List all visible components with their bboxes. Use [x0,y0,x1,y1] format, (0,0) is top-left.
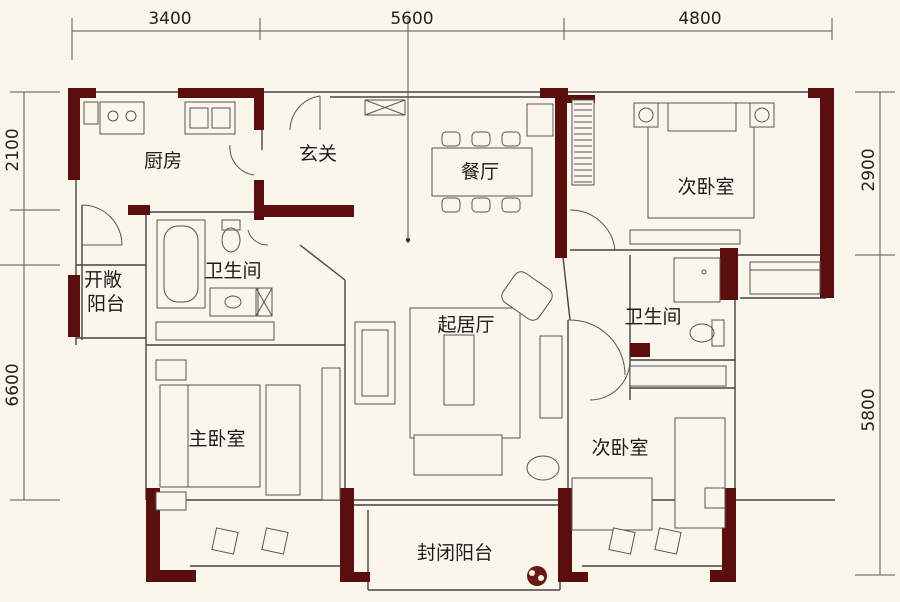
shower-icon [673,257,721,303]
room-label-open-balcony-line2: 阳台 [87,293,125,315]
toilet-icon [221,219,241,253]
armchair-icon [501,271,560,481]
dim-top-3: 4800 [678,9,721,29]
dim-left-1: 2100 [3,128,23,171]
sink-icon [209,287,273,317]
room-label-open-balcony-line1: 开敞 [84,269,122,291]
room-label-bedroom-se: 次卧室 [591,437,648,459]
dim-top-2: 5600 [390,9,433,29]
bathtub-icon [156,219,206,309]
stove-icon [83,101,145,135]
dimension-lines [0,18,895,576]
door-swing-icon [81,95,631,401]
walls [68,88,834,582]
room-label-living: 起居厅 [437,314,494,336]
room-label-kitchen: 厨房 [144,150,182,172]
dim-right-2: 5800 [859,388,879,431]
toilet-icon [689,319,725,347]
room-label-master: 主卧室 [188,428,245,450]
wardrobe [629,229,741,245]
dim-top-1: 3400 [148,9,191,29]
wardrobe [629,365,727,387]
dining-table-icon [431,103,554,213]
room-label-bedroom-ne: 次卧室 [677,176,734,198]
bed-icon [155,359,341,511]
center-dot [405,237,411,243]
bed-icon [571,417,726,531]
room-label-closed-balcony: 封闭阳台 [417,542,493,564]
room-label-dining: 餐厅 [461,161,499,183]
room-label-open-balcony: 开敞 阳台 [84,269,128,315]
room-label-bath-e: 卫生间 [624,306,681,328]
sink-icon [184,101,236,135]
room-label-bath-w: 卫生间 [204,260,261,282]
sofa-icon [354,307,563,476]
room-label-foyer: 玄关 [299,143,337,165]
dim-left-2: 6600 [3,363,23,406]
dim-right-1: 2900 [859,148,879,191]
bed-icon [633,102,775,219]
plant-icon [211,527,682,586]
wardrobe [155,321,275,341]
